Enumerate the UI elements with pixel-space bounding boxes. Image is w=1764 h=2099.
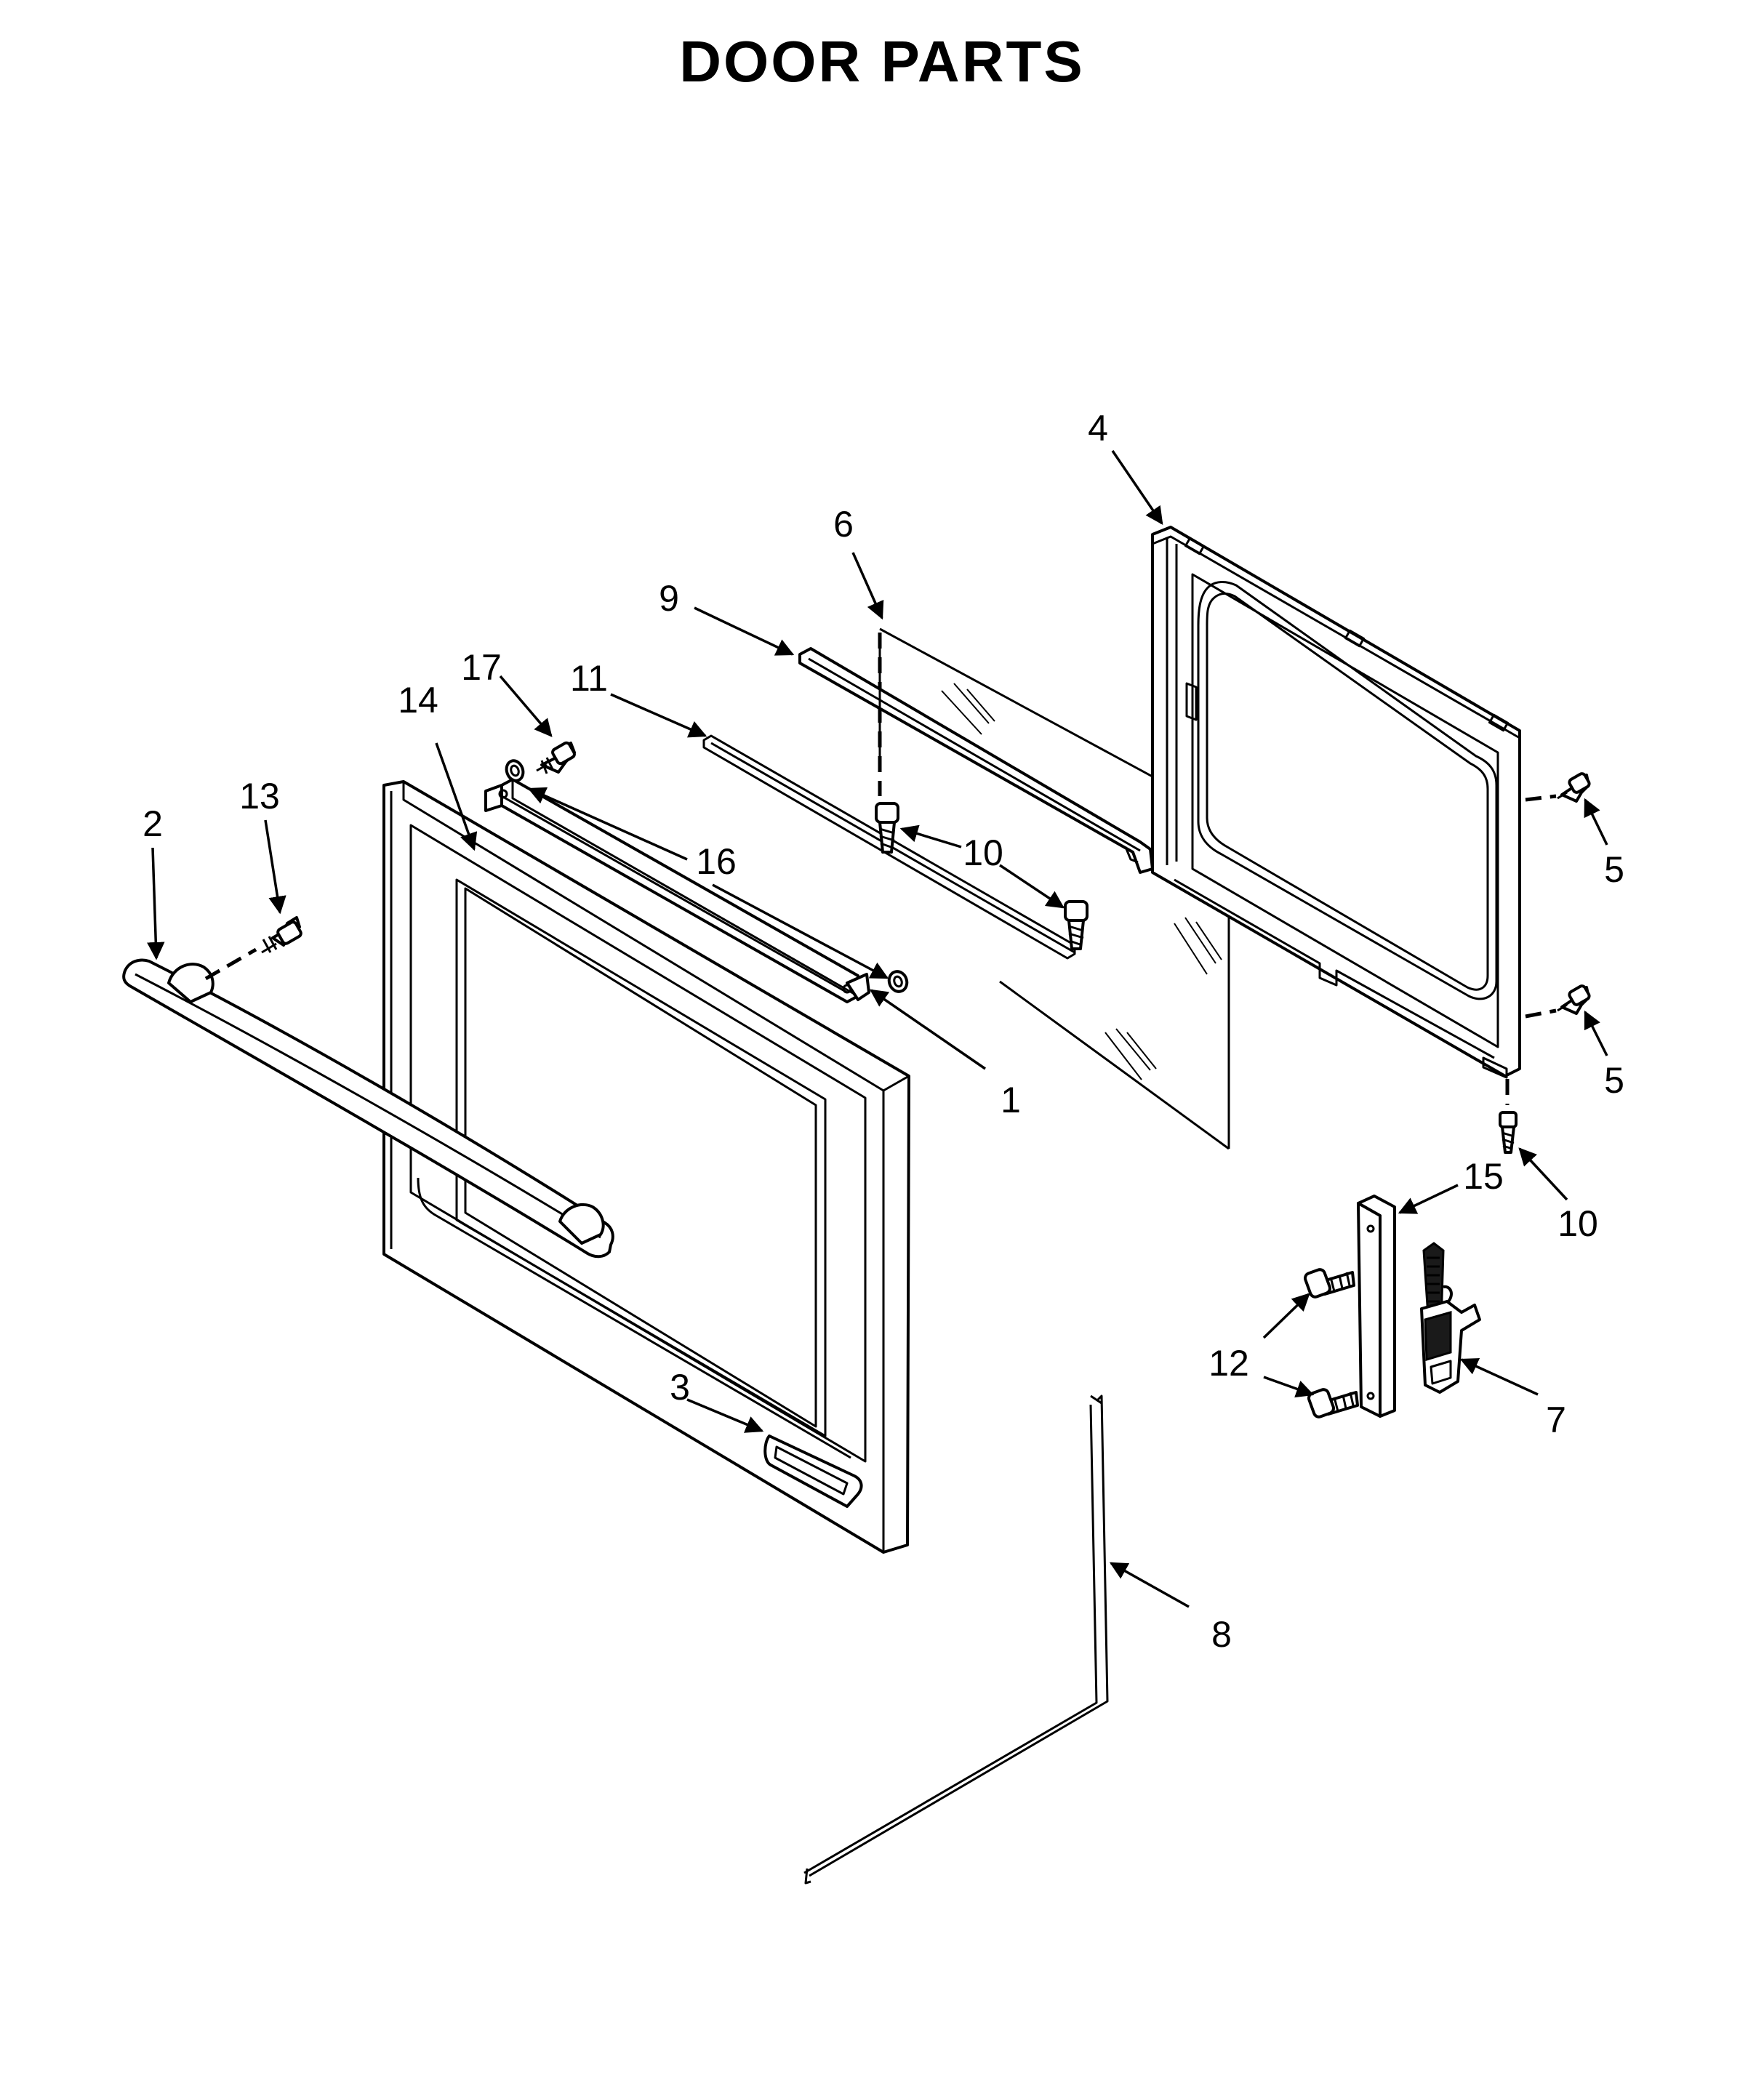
- callout-14: 14: [398, 680, 438, 721]
- glass-screw-left: [875, 802, 899, 854]
- door-badge: [763, 1434, 863, 1508]
- outer-door-panel: [382, 780, 910, 1554]
- callout-9: 9: [659, 578, 679, 619]
- callout-12: 12: [1208, 1343, 1249, 1384]
- door-gasket: [803, 1394, 1109, 1885]
- callout-13: 13: [239, 776, 280, 816]
- door-hinge: [1420, 1242, 1481, 1394]
- callout-7: 7: [1546, 1400, 1566, 1440]
- bracket-screw: [536, 741, 576, 774]
- callout-6: 6: [833, 504, 854, 545]
- callout-10-top: 10: [963, 832, 1003, 873]
- liner-screw-bottom: [1557, 984, 1591, 1015]
- washer-top: [505, 759, 525, 782]
- hinge-screw-lower: [1307, 1388, 1359, 1418]
- door-handle: [122, 958, 614, 1259]
- callout-11: 11: [570, 658, 608, 699]
- callout-5-top: 5: [1604, 849, 1624, 890]
- callout-16: 16: [696, 841, 737, 882]
- callout-15: 15: [1463, 1156, 1504, 1197]
- callout-10-bottom: 10: [1557, 1203, 1598, 1244]
- glass-screw-right: [1064, 900, 1089, 950]
- liner-screw-bottom-centerline: [1525, 1008, 1557, 1019]
- page-title: DOOR PARTS: [679, 29, 1084, 94]
- leader-lines: [147, 450, 1608, 1608]
- handle-screw-centerline: [204, 947, 257, 981]
- hinge-screw-bottom: [1499, 1111, 1518, 1154]
- callout-2: 2: [143, 803, 163, 844]
- washer-bottom: [887, 970, 909, 993]
- callout-17: 17: [461, 647, 502, 688]
- callout-5-bottom: 5: [1604, 1060, 1624, 1101]
- inner-door-liner: [1151, 526, 1521, 1079]
- liner-screw-top-centerline: [1525, 794, 1557, 802]
- callout-3: 3: [670, 1367, 690, 1408]
- callout-8: 8: [1211, 1614, 1232, 1655]
- hinge-receiver: [1357, 1195, 1396, 1418]
- handle-screw: [261, 916, 302, 954]
- hinge-screw-upper: [1304, 1268, 1355, 1299]
- liner-screw-top: [1557, 772, 1591, 803]
- callout-4: 4: [1088, 408, 1108, 449]
- callout-1: 1: [1001, 1080, 1021, 1120]
